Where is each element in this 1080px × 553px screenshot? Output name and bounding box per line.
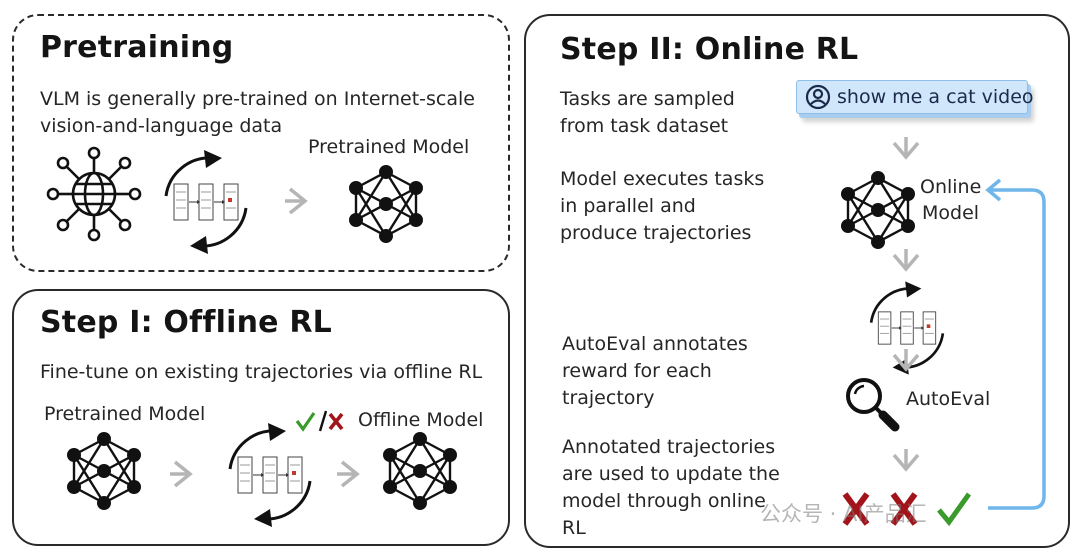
pretraining-title: Pretraining	[40, 30, 234, 65]
pretraining-description: VLM is generally pre-trained on Internet…	[40, 88, 475, 137]
reward-marks-icon	[842, 492, 972, 527]
arrow-down-icon	[892, 447, 920, 471]
arrow-right-icon	[335, 460, 359, 488]
neural-network-icon	[65, 430, 143, 512]
autoeval-label: AutoEval	[906, 388, 991, 410]
online-step-update-text: Annotated trajectories are used to updat…	[562, 436, 780, 539]
offline-rl-title: Step I: Offline RL	[40, 305, 332, 340]
neural-network-icon	[347, 163, 425, 245]
offline-rl-panel: Step I: Offline RL Fine-tune on existing…	[12, 289, 510, 546]
online-step-autoeval-text: AutoEval annotates reward for each traje…	[562, 333, 748, 409]
online-rl-title: Step II: Online RL	[560, 32, 859, 67]
check-cross-icon	[295, 410, 344, 432]
online-step-sample-text: Tasks are sampled from task dataset	[560, 88, 735, 137]
arrow-right-icon	[283, 187, 307, 215]
magnifier-icon	[846, 378, 900, 432]
online-model-label-line2: Model	[922, 202, 980, 224]
arrow-down-icon	[892, 135, 920, 159]
feedback-loop-arrow	[985, 178, 1046, 510]
offline-output-model-label: Offline Model	[358, 409, 484, 431]
watermark: 公众号 · AI产品汇	[760, 502, 927, 526]
arrow-down-icon	[892, 247, 920, 271]
offline-input-model-label: Pretrained Model	[44, 403, 206, 425]
arrow-right-icon	[168, 460, 192, 488]
online-model-label-line1: Online	[920, 176, 982, 198]
online-rl-panel: Step II: Online RL Tasks are sampled fro…	[524, 14, 1070, 548]
pretraining-panel: Pretraining VLM is generally pre-trained…	[12, 14, 510, 272]
neural-network-icon	[381, 430, 459, 512]
task-prompt-chip[interactable]: show me a cat video	[796, 80, 1034, 114]
globe-network-icon	[46, 146, 142, 242]
task-prompt-text: show me a cat video	[837, 86, 1034, 108]
trajectory-cycle-icon	[164, 148, 248, 256]
offline-rl-description: Fine-tune on existing trajectories via o…	[40, 361, 483, 383]
user-circle-icon	[805, 84, 831, 110]
online-step-execute-text: Model executes tasks in parallel and pro…	[560, 168, 765, 244]
pretrained-model-label: Pretrained Model	[308, 136, 470, 158]
neural-network-icon	[839, 169, 917, 251]
